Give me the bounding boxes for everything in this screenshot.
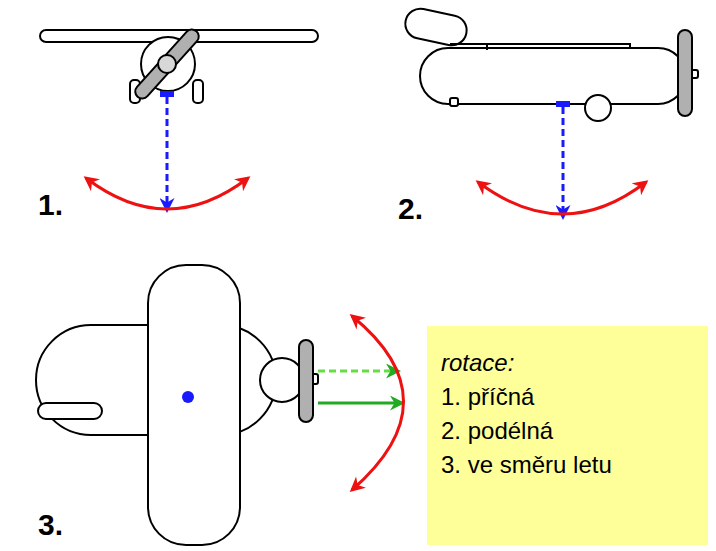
rotation-arc: [86, 178, 248, 209]
front-view: [40, 27, 318, 103]
direction-arrow: [318, 370, 398, 373]
view-number: 1.: [38, 188, 63, 222]
rotation-arc: [478, 182, 646, 214]
direction-arrow: [318, 402, 402, 405]
gravity-line: [166, 97, 169, 210]
legend-heading: rotace:: [441, 346, 694, 380]
top-view: [36, 265, 318, 545]
view-number: 3.: [38, 508, 63, 542]
legend-item: 1. příčná: [441, 380, 694, 414]
rotation-arc: [352, 316, 404, 490]
side-view: [403, 6, 698, 121]
legend-item: 3. ve směru letu: [441, 448, 694, 482]
legend-box: rotace:1. příčná2. podélná3. ve směru le…: [427, 326, 708, 545]
gravity-line: [562, 107, 565, 217]
axis-point: [182, 391, 194, 403]
view-number: 2.: [398, 192, 423, 226]
legend-item: 2. podélná: [441, 414, 694, 448]
